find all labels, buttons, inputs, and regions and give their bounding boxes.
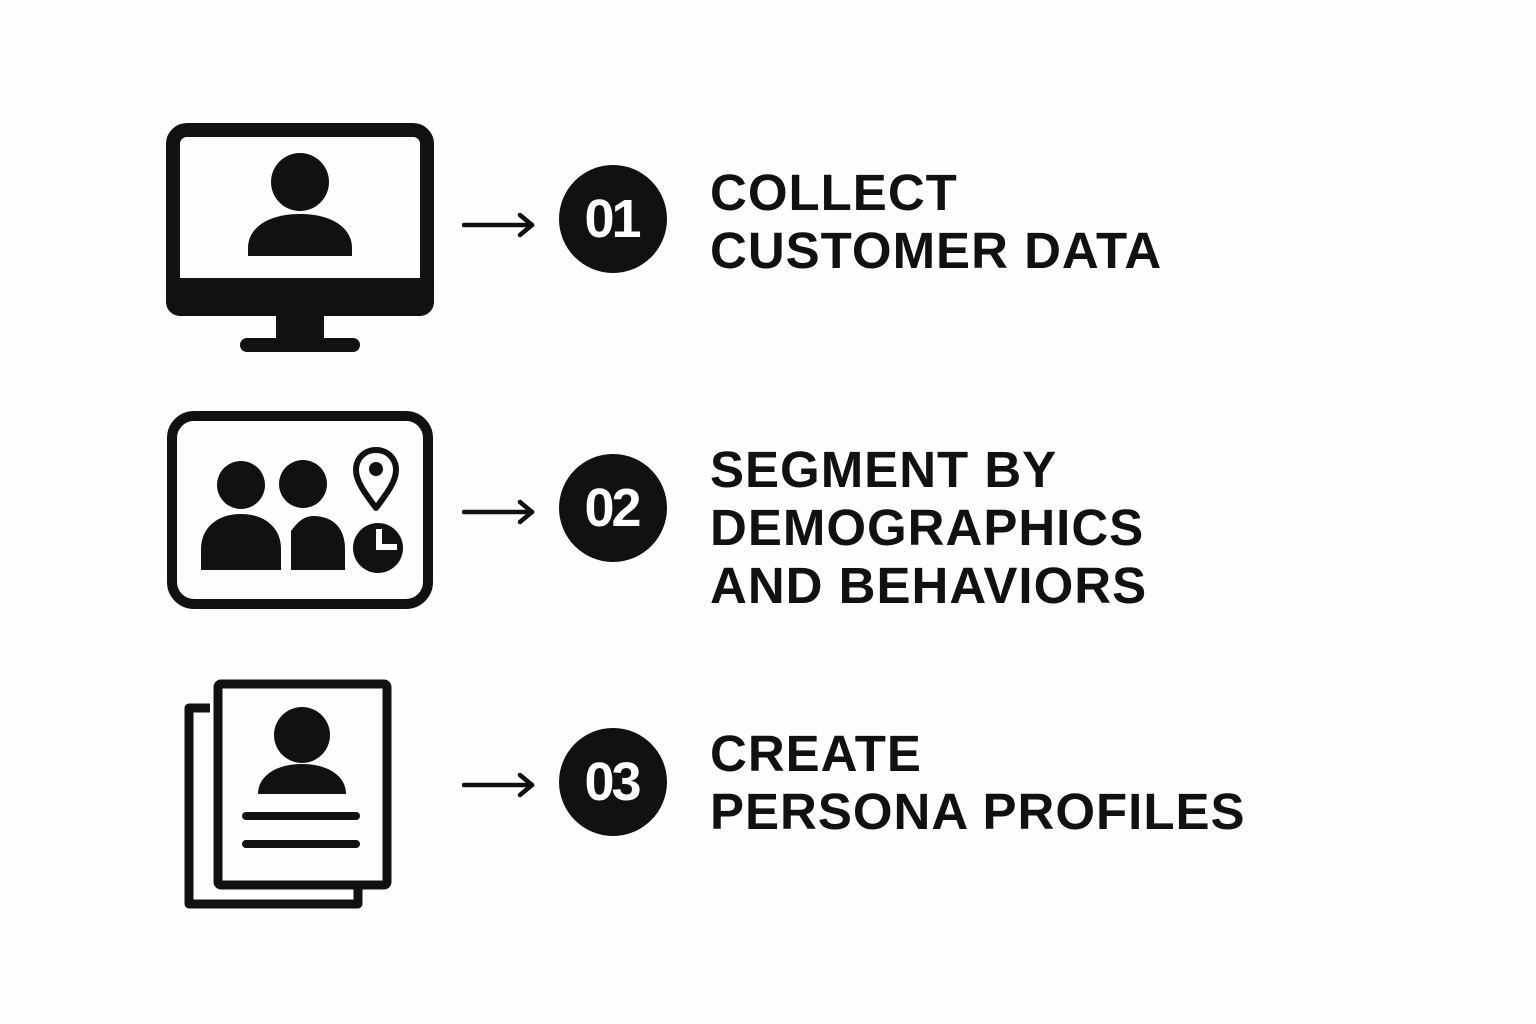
monitor-user-icon <box>160 118 440 358</box>
step-number-badge: 01 <box>559 165 667 273</box>
step-label-line: CREATE <box>710 725 922 782</box>
step-label-line: AND BEHAVIORS <box>710 557 1148 614</box>
arrow-right-icon <box>461 772 538 803</box>
step-label-line: SEGMENT BY <box>710 441 1058 498</box>
step-label-line: PERSONA PROFILES <box>710 783 1246 840</box>
step-label: SEGMENT BY DEMOGRAPHICS AND BEHAVIORS <box>710 441 1147 615</box>
step-number-badge: 03 <box>559 728 667 836</box>
segment-dashboard-icon <box>160 404 440 616</box>
step-number-badge: 02 <box>559 454 667 562</box>
step-label-line: COLLECT <box>710 164 958 221</box>
step-number: 03 <box>584 752 641 812</box>
step-label: CREATE PERSONA PROFILES <box>710 725 1246 841</box>
step-number: 02 <box>584 478 641 538</box>
step-label: COLLECT CUSTOMER DATA <box>710 164 1162 280</box>
arrow-right-icon <box>461 499 538 530</box>
arrow-right-icon <box>461 212 538 243</box>
step-label-line: DEMOGRAPHICS <box>710 499 1145 556</box>
step-label-line: CUSTOMER DATA <box>710 222 1163 279</box>
step-number: 01 <box>584 189 641 249</box>
persona-profile-cards-icon <box>176 676 400 916</box>
